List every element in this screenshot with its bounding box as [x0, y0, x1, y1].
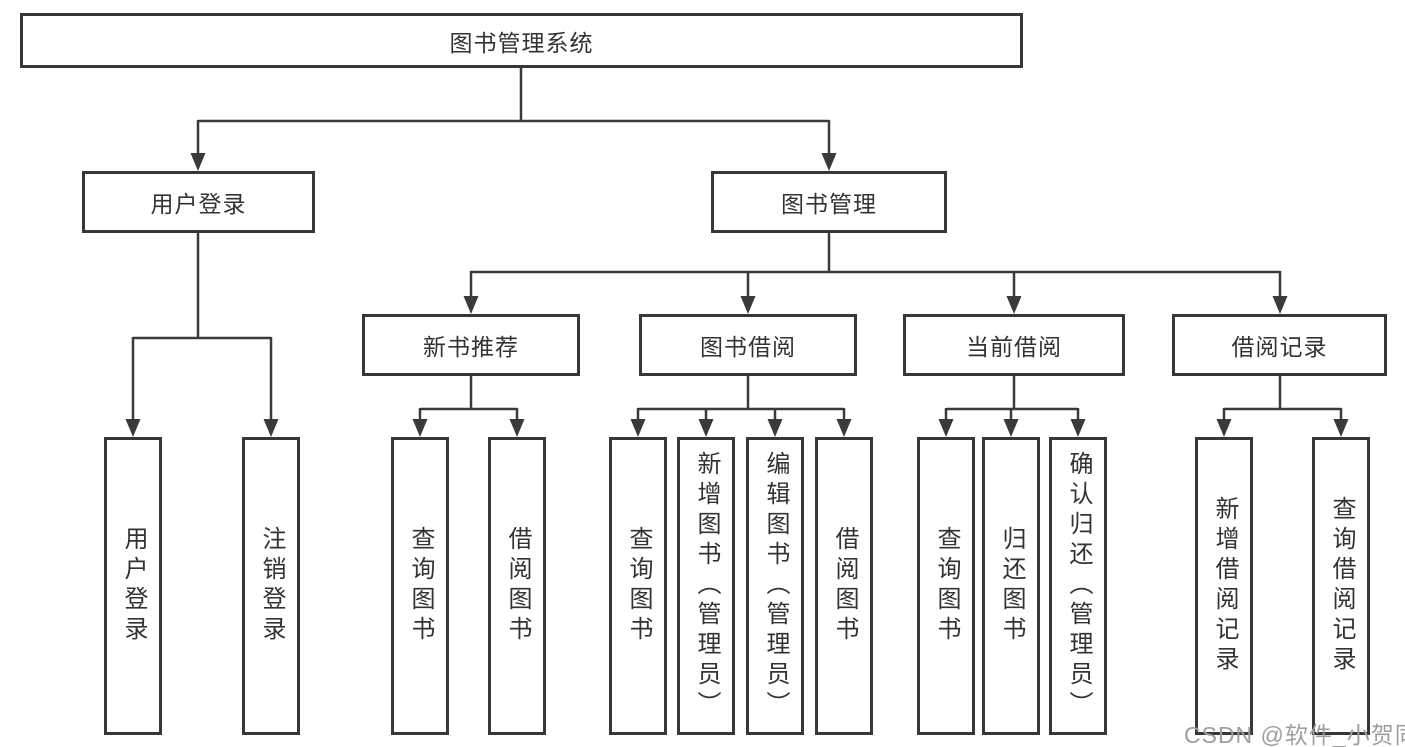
leaf-borrow-books: 借阅图书: [815, 437, 873, 735]
leaf-confirm-return-admin-label: 确认归还（管理员）: [1065, 451, 1092, 721]
node-borrow-records: 借阅记录: [1172, 314, 1387, 376]
node-new-book-recommend: 新书推荐: [362, 314, 580, 376]
leaf-borrow-books-label: 借阅图书: [831, 526, 858, 646]
leaf-confirm-return-admin: 确认归还（管理员）: [1049, 437, 1107, 735]
connector-current-borrow-children: [944, 376, 1080, 421]
leaf-user-login: 用户登录: [104, 437, 162, 735]
node-book-management: 图书管理: [711, 171, 947, 233]
node-user-login: 用户登录: [82, 171, 315, 233]
connector-user-login-children: [131, 233, 273, 421]
connector-new-book-children: [418, 376, 519, 421]
leaf-query-books-recommend: 查询图书: [391, 437, 449, 735]
node-current-borrow-label: 当前借阅: [966, 334, 1062, 360]
connector-level2: [469, 233, 1282, 298]
node-book-borrow: 图书借阅: [639, 314, 857, 376]
leaf-add-borrow-record: 新增借阅记录: [1195, 437, 1253, 735]
leaf-query-books-current: 查询图书: [917, 437, 975, 735]
leaf-query-books-current-label: 查询图书: [933, 526, 960, 646]
leaf-query-books-recommend-label: 查询图书: [407, 526, 434, 646]
leaf-add-borrow-record-label: 新增借阅记录: [1211, 496, 1238, 676]
node-book-borrow-label: 图书借阅: [700, 334, 796, 360]
leaf-logout-label: 注销登录: [258, 526, 285, 646]
csdn-watermark: CSDN @软件_小贺同学: [1184, 722, 1405, 747]
leaf-return-books-label: 归还图书: [998, 526, 1025, 646]
node-book-management-label: 图书管理: [781, 191, 877, 217]
node-current-borrow: 当前借阅: [903, 314, 1125, 376]
leaf-borrow-books-recommend: 借阅图书: [488, 437, 546, 735]
node-root: 图书管理系统: [20, 13, 1023, 68]
leaf-query-books-borrow: 查询图书: [609, 437, 667, 735]
leaf-add-books-admin-label: 新增图书（管理员）: [693, 451, 720, 721]
connector-borrow-records-children: [1222, 376, 1343, 421]
node-new-book-recommend-label: 新书推荐: [423, 334, 519, 360]
connector-level1: [196, 68, 831, 155]
leaf-edit-books-admin: 编辑图书（管理员）: [746, 437, 804, 735]
node-borrow-records-label: 借阅记录: [1231, 334, 1328, 360]
leaf-add-books-admin: 新增图书（管理员）: [677, 437, 735, 735]
leaf-borrow-books-recommend-label: 借阅图书: [504, 526, 531, 646]
node-root-label: 图书管理系统: [449, 29, 594, 56]
leaf-query-borrow-record: 查询借阅记录: [1312, 437, 1370, 735]
leaf-query-borrow-record-label: 查询借阅记录: [1328, 496, 1355, 676]
arrowheads: [125, 153, 1349, 437]
leaf-edit-books-admin-label: 编辑图书（管理员）: [762, 451, 789, 721]
leaf-return-books: 归还图书: [982, 437, 1040, 735]
leaf-query-books-borrow-label: 查询图书: [625, 526, 652, 646]
leaf-user-login-label: 用户登录: [120, 526, 147, 646]
node-user-login-label: 用户登录: [150, 191, 247, 217]
connector-book-borrow-children: [636, 376, 846, 421]
leaf-logout: 注销登录: [242, 437, 300, 735]
